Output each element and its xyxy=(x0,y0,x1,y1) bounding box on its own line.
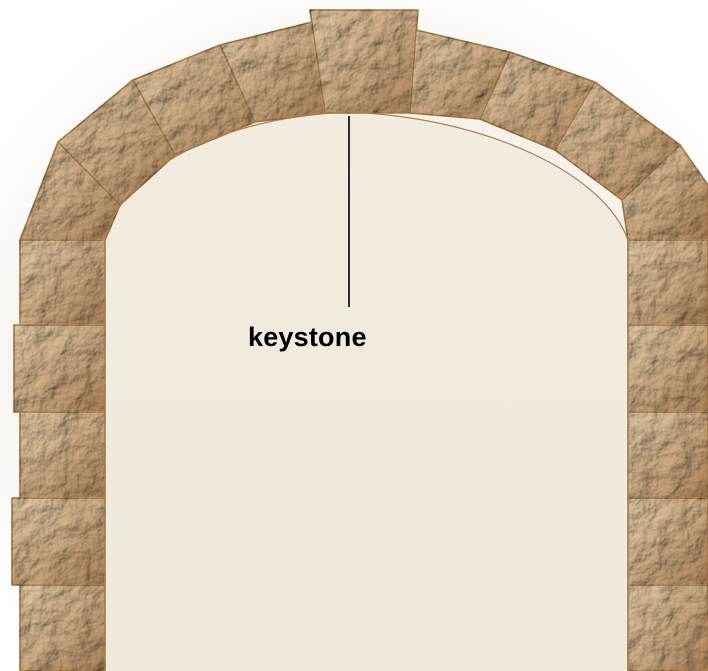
jamb-right-1 xyxy=(628,240,708,325)
jamb-left-1 xyxy=(20,240,105,325)
jamb-left-2 xyxy=(14,325,105,412)
jamb-left-3 xyxy=(20,412,105,498)
arch-opening xyxy=(105,112,628,671)
jamb-left-4 xyxy=(12,498,105,585)
jamb-right-3 xyxy=(628,412,708,498)
jamb-left-5 xyxy=(20,585,105,671)
jamb-right-4 xyxy=(628,498,708,585)
jamb-right-2 xyxy=(628,325,708,412)
keystone-label: keystone xyxy=(248,322,367,353)
keystone xyxy=(310,10,418,113)
jamb-right-5 xyxy=(628,585,708,671)
